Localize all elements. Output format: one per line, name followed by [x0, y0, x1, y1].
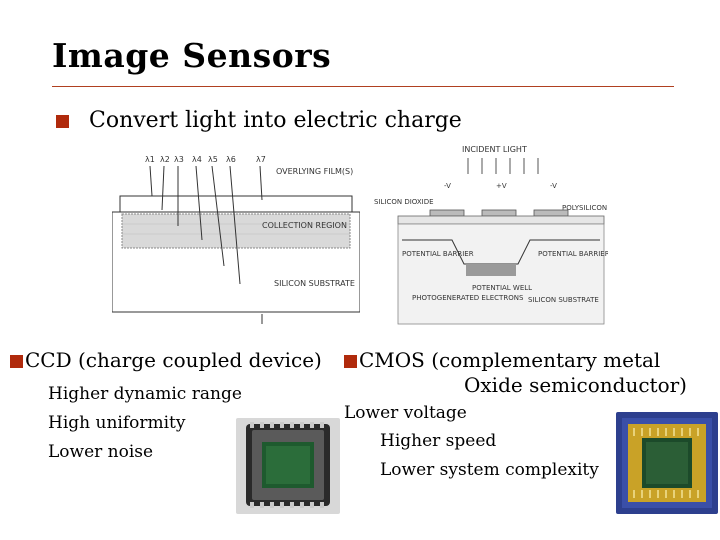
wavelength-label: λ3	[174, 155, 184, 164]
cmos-item: Lower voltage	[344, 403, 467, 423]
ccd-cross-section-diagram: λ1 λ2 λ3 λ4 λ5 λ6 λ7 OVERLYING FILM(S) C…	[112, 148, 360, 324]
cmos-heading: CMOS (complementary metal	[344, 348, 660, 372]
overlying-film-label: OVERLYING FILM(S)	[276, 167, 353, 176]
ccd-item: Lower noise	[48, 442, 154, 462]
wavelength-label: λ1	[145, 155, 155, 164]
ccd-item: High uniformity	[48, 413, 186, 433]
ccd-heading: CCD (charge coupled device)	[10, 348, 322, 372]
bullet-square-icon	[10, 355, 23, 368]
bullet-square-icon	[344, 355, 357, 368]
main-bullet-text: Convert light into electric charge	[89, 108, 462, 133]
photogenerated-electrons-label: PHOTOGENERATED ELECTRONS	[412, 294, 524, 302]
potential-well-label: POTENTIAL WELL	[472, 284, 532, 292]
cmos-chip-photo	[616, 412, 718, 514]
collection-region-label: COLLECTION REGION	[262, 221, 347, 230]
overlying-film-layer	[119, 195, 353, 213]
potential-well-fill	[466, 264, 516, 276]
main-bullet: Convert light into electric charge	[56, 108, 462, 133]
cmos-silicon-substrate-label: SILICON SUBSTRATE	[528, 296, 599, 304]
incident-light-label: INCIDENT LIGHT	[462, 145, 527, 154]
slide-title: Image Sensors	[52, 36, 332, 75]
wavelength-label: λ4	[192, 155, 202, 164]
wavelength-label: λ7	[256, 155, 266, 164]
cmos-heading-line1: CMOS (complementary metal	[359, 348, 661, 372]
ccd-item: Higher dynamic range	[48, 384, 242, 404]
cmos-item: Higher speed	[380, 431, 497, 451]
wavelength-label: λ2	[160, 155, 170, 164]
gate-voltage-label: -V	[444, 182, 451, 190]
incident-light-arrows	[467, 158, 539, 174]
cmos-heading-line2: Oxide semiconductor)	[464, 373, 687, 397]
potential-barrier-right-label: POTENTIAL BARRIER	[538, 250, 608, 258]
cmos-item: Lower system complexity	[380, 460, 599, 480]
ccd-heading-text: CCD (charge coupled device)	[25, 348, 322, 372]
gate-voltage-label: -V	[550, 182, 557, 190]
silicon-dioxide-label: SILICON DIOXIDE	[374, 198, 434, 206]
cmos-cross-section-diagram: INCIDENT LIGHT -V +V -V SILICON DIOXIDE …	[374, 145, 608, 325]
polysilicon-gates	[429, 209, 569, 217]
potential-barrier-left-label: POTENTIAL BARRIER	[402, 250, 474, 258]
gate-voltage-label: +V	[496, 182, 507, 190]
light-rays	[149, 165, 263, 324]
oxide-layer	[397, 215, 605, 225]
wavelength-label: λ6	[226, 155, 236, 164]
polysilicon-label: POLYSILICON	[562, 204, 607, 212]
bullet-square-icon	[56, 114, 69, 128]
ccd-chip-photo	[236, 418, 340, 514]
silicon-substrate-label: SILICON SUBSTRATE	[274, 279, 355, 288]
title-divider	[52, 86, 674, 87]
wavelength-label: λ5	[208, 155, 218, 164]
